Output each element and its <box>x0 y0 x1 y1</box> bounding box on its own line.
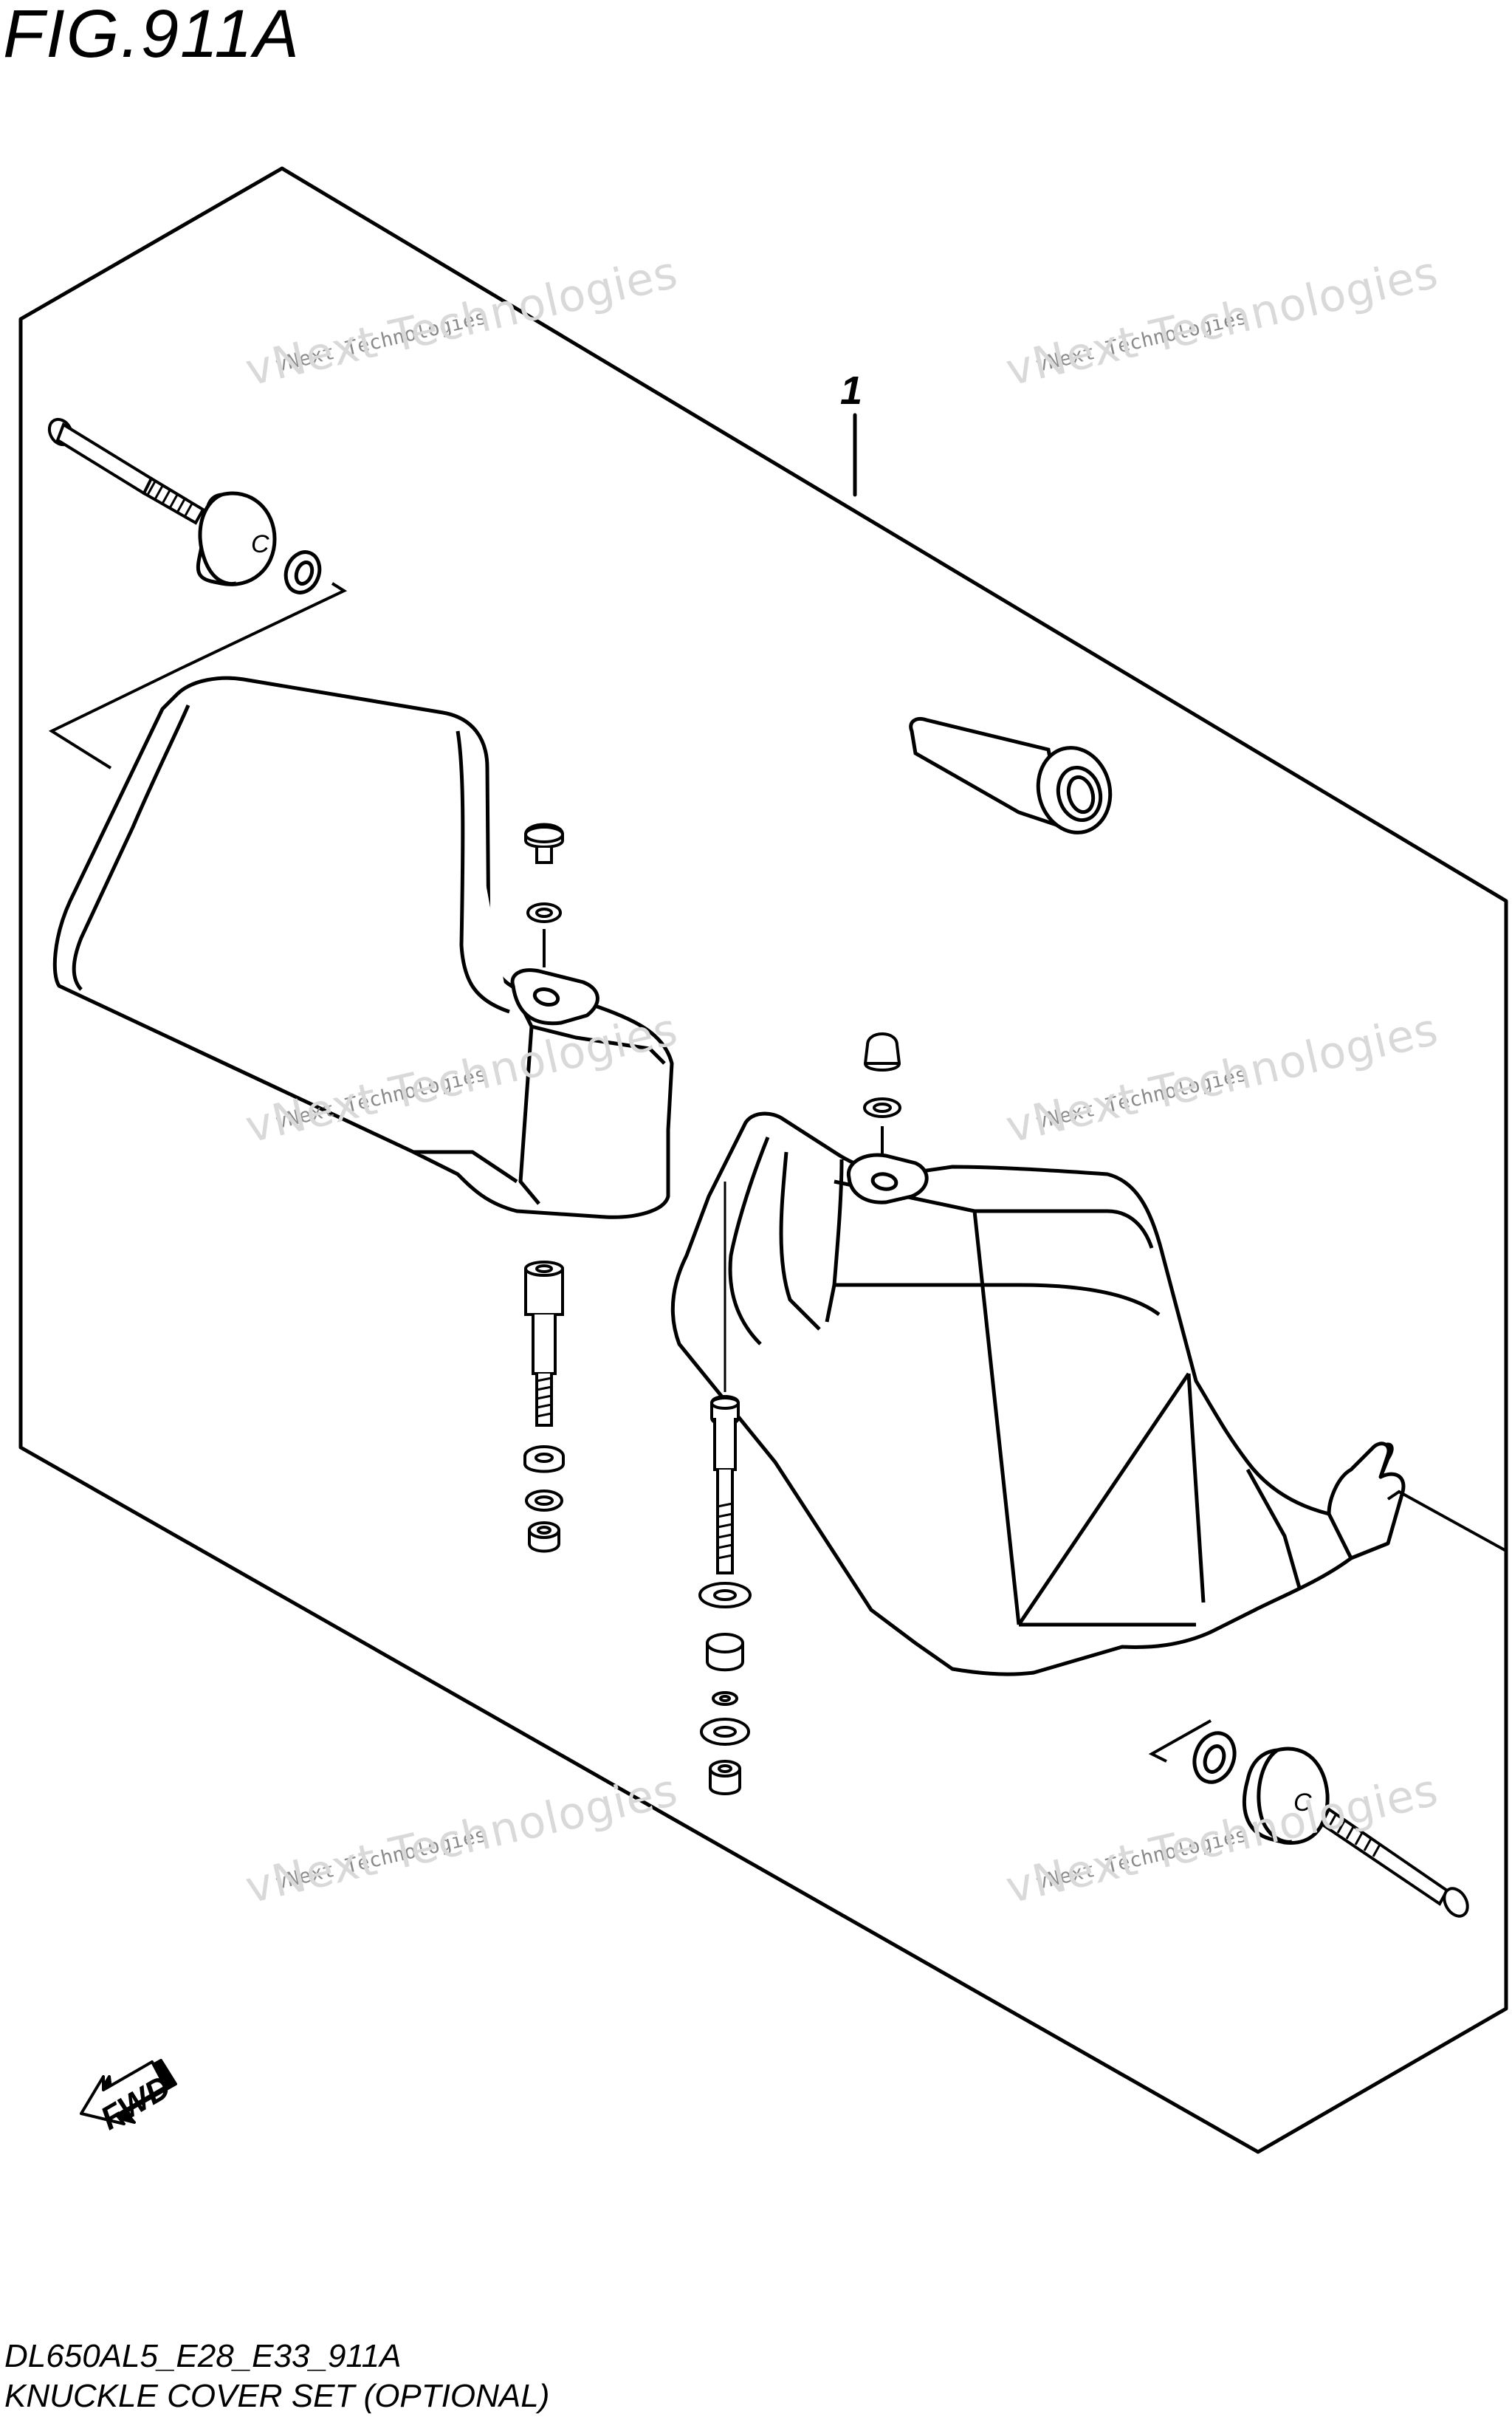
collar-letter-left: C <box>251 530 269 558</box>
left-cover-screw <box>524 823 564 967</box>
collar-letter-right: C <box>1293 1789 1312 1817</box>
right-end-bolt <box>1319 1807 1469 1918</box>
right-cover-cap-nut <box>863 1032 901 1182</box>
figure-code: DL650AL5_E28_E33_911A <box>4 2338 402 2374</box>
left-end-collar: C <box>196 491 277 586</box>
fwd-arrow-icon: FWD <box>80 2059 177 2137</box>
figure-name: KNUCKLE COVER SET (OPTIONAL) <box>4 2378 550 2414</box>
right-end-washer <box>1192 1731 1237 1784</box>
figure-title: FIG.911A <box>3 0 300 72</box>
left-end-bolt <box>47 417 205 525</box>
grip-end-rubber <box>909 717 1113 834</box>
right-knuckle-cover <box>670 1111 1406 1676</box>
left-end-washer <box>284 550 322 594</box>
right-end-collar: C <box>1242 1747 1330 1845</box>
left-cover-lower-bolt <box>523 1261 565 1553</box>
left-knuckle-cover <box>52 676 674 1219</box>
callout-ref-1: 1 <box>840 369 863 413</box>
kit-boundary <box>18 166 1508 2154</box>
right-cover-lower-bolt <box>698 1182 752 1795</box>
